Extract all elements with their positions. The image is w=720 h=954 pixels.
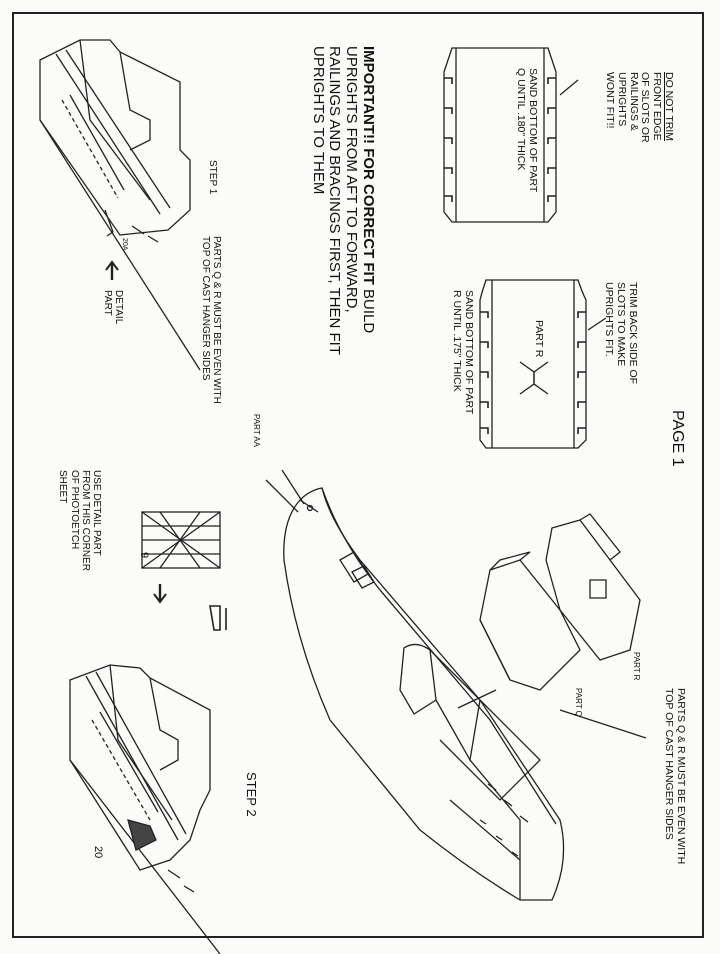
detail-note-line-3: SHEET — [57, 470, 69, 504]
part-r-sand-note: SAND BOTTOM OF PART R UNTIL .175" THICK — [451, 290, 475, 414]
important-note-line-2: RAILINGS AND BRACINGS FIRST, THEN FIT — [326, 46, 344, 355]
step1-sketch — [39, 39, 201, 371]
part-q-sand-note-line-0: SAND BOTTOM OF PART — [527, 68, 539, 193]
step1-note-line-1: TOP OF CAST HANGER SIDES — [199, 236, 211, 381]
detail-note-line-2: OF PHOTOETCH — [68, 470, 80, 550]
trim-warning-line-2: RAILINGS & — [627, 72, 640, 131]
trim-back-note-line-2: UPRIGHTS FIT. — [603, 282, 616, 357]
step1-detail-label-line-1: PART — [101, 290, 113, 316]
important-note-bold: IMPORTANT!! FOR CORRECT FIT — [360, 46, 377, 285]
important-note-line-0: BUILD — [360, 284, 377, 334]
important-note-line-3: UPRIGHTS TO THEM — [309, 46, 327, 195]
page-label: PAGE 1 — [669, 410, 686, 467]
detail-part-icon — [209, 605, 227, 631]
trim-back-note: TRIM BACK SIDE OF SLOTS TO MAKE UPRIGHTS… — [603, 282, 640, 385]
hull-note-line-1: TOP OF CAST HANGER SIDES — [663, 688, 676, 840]
step1-note: PARTS Q & R MUST BE EVEN WITH TOP OF CAS… — [200, 236, 222, 404]
hull-note-line-0: PARTS Q & R MUST BE EVEN WITH — [675, 688, 687, 865]
detail-note: USE DETAIL PART FROM THIS CORNER OF PHOT… — [57, 470, 102, 571]
step2-sketch — [69, 664, 221, 954]
part-q-sand-note: SAND BOTTOM OF PART Q UNTIL .180" THICK — [515, 68, 539, 192]
detail-note-line-0: USE DETAIL PART — [91, 470, 102, 556]
part-q-panel-drawing — [443, 47, 579, 223]
page-border — [12, 12, 704, 938]
leader-hull-note — [559, 709, 647, 739]
trim-back-note-line-1: SLOTS TO MAKE — [615, 282, 628, 367]
leader-part-q — [457, 689, 497, 709]
part-q-sand-note-line-1: Q UNTIL .180" THICK — [515, 68, 528, 171]
part-r-panel-label: PART R — [533, 320, 545, 358]
step1-detail-label-line-0: DETAIL — [113, 290, 124, 325]
step2-part-number: 20 — [92, 846, 104, 859]
step1-label: STEP 1 — [207, 160, 218, 195]
hull-drawing — [265, 469, 565, 901]
important-note: IMPORTANT!! FOR CORRECT FIT BUILD UPRIGH… — [309, 46, 377, 355]
trim-warning-line-0: FRONT EDGE — [651, 72, 664, 141]
part-q-label: PART Q — [574, 688, 583, 717]
step1-note-line-0: PARTS Q & R MUST BE EVEN WITH — [211, 236, 222, 404]
detail-note-line-1: FROM THIS CORNER — [79, 470, 91, 571]
step1-detail-label: DETAIL PART — [102, 290, 124, 324]
hull-note: PARTS Q & R MUST BE EVEN WITH TOP OF CAS… — [663, 688, 687, 864]
trim-warning-line-3: UPRIGHTS — [616, 72, 628, 127]
trim-warning: DO NOT TRIM FRONT EDGE OF SLOTS OR RAILI… — [604, 72, 675, 143]
part-r-panel-drawing — [479, 279, 607, 449]
trim-warning-underlined: DO NOT TRIM — [663, 72, 675, 142]
step2-label: STEP 2 — [244, 772, 259, 817]
photoetch-number: 9 — [138, 552, 150, 559]
important-note-line-1: UPRIGHTS FROM AFT TO FORWARD, — [343, 46, 361, 313]
part-q-block-drawing — [479, 551, 581, 691]
photoetch-fret-drawing — [141, 511, 221, 569]
step1-part-number: 20A — [121, 238, 128, 251]
part-r-label: PART R — [632, 652, 641, 681]
trim-warning-line-4: WONT FIT!! — [604, 72, 617, 129]
photoetch-arrowhead — [153, 593, 167, 604]
part-r-sand-note-line-1: R UNTIL .175" THICK — [451, 290, 464, 392]
trim-warning-line-1: OF SLOTS OR — [639, 72, 652, 143]
part-r-sand-note-line-0: SAND BOTTOM OF PART — [463, 290, 475, 415]
part-aa-label: PART AA — [252, 414, 261, 447]
step1-arrowhead — [105, 260, 119, 271]
part-r-block-drawing — [545, 513, 641, 661]
trim-back-note-line-0: TRIM BACK SIDE OF — [627, 282, 639, 385]
